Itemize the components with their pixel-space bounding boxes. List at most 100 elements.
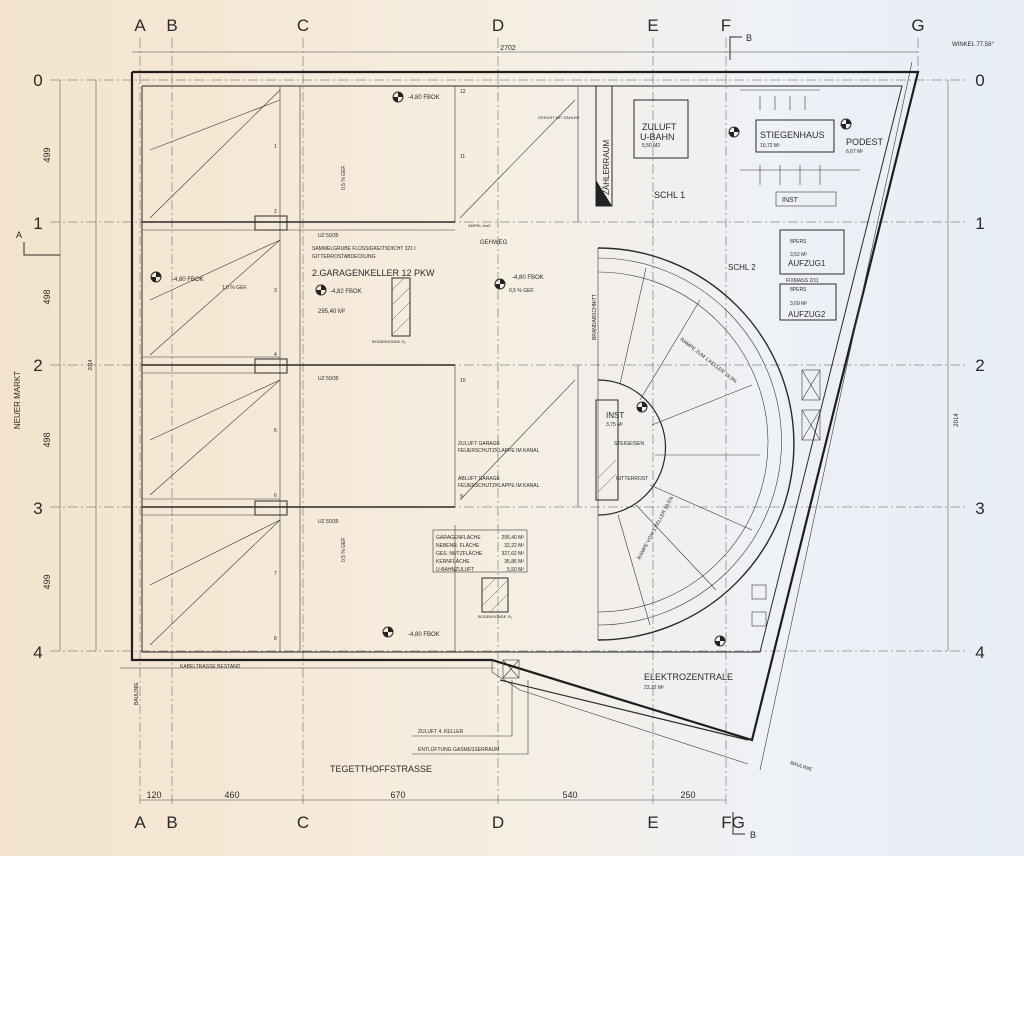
fbok-spot: -4,82 FBOK	[330, 289, 362, 295]
dim-left-0: 499	[42, 147, 52, 162]
zuluft-garage: ZULUFT GARAGE	[458, 441, 501, 447]
stall-8: 8	[274, 636, 277, 642]
entlueftung-note: ENTLÜFTUNG GASMESSERRAUM	[418, 746, 499, 753]
inst2-label: INST	[782, 197, 799, 204]
bodensonde-2: BODENSONDE S₃	[478, 614, 512, 619]
dim-left-1: 498	[42, 289, 52, 304]
uz-note-1: UZ 50/35	[318, 233, 339, 239]
inst-core-area: 3,75 M²	[606, 422, 623, 428]
service-core: ZÄHLERRAUM ZULUFT U-BAHN 5,50 M2 STIEGEN…	[595, 85, 884, 441]
level-marker-icon	[382, 626, 394, 638]
grid-col-d-bottom: D	[492, 813, 504, 832]
uz-note-3: UZ 50/35	[318, 519, 339, 525]
stall-3: 3	[274, 288, 277, 294]
pers-b: 8PERS	[790, 287, 807, 293]
level-marker-icon	[494, 278, 506, 290]
elektro-label: ELEKTROZENTRALE	[644, 672, 733, 682]
ramp-up-label: RAMPE ZUM 1.KELLER 19,5%	[679, 337, 739, 385]
stiegenhaus-label: STIEGENHAUS	[760, 130, 825, 140]
dim-top-total: 2702	[500, 45, 516, 52]
sammelgrube-note: SAMMELGRUBE FLÜSSIGKEITSDICHT 321 l	[312, 245, 416, 252]
grid-row-4-right: 4	[975, 643, 984, 662]
level-marker-icon	[315, 284, 327, 296]
area-value-3: 35,86 M²	[504, 559, 524, 565]
dim-right-total: 2014	[954, 413, 960, 427]
area-table: GARAGENFLÄCHE 295,40 M² NEBENR. FLÄCHE 3…	[432, 529, 528, 573]
grid-col-f: F	[721, 16, 731, 35]
section-mark-b-bottom: B	[750, 830, 756, 840]
gehweg-label: GEHWEG	[480, 240, 508, 246]
gitterrost-label: GITTERROST	[616, 476, 648, 482]
aufzug2-area: 3,69 M²	[790, 301, 807, 307]
elektro-area: 23,32 M²	[644, 685, 664, 691]
zuluft-area: 5,50 M2	[642, 143, 660, 149]
baulinie-bottom: BAULINIE	[789, 760, 813, 773]
ramp-down-label: RAMPE VOM 1.KELLER 19,5%	[636, 495, 675, 561]
gefaelle-3: 0,5 % GEF.	[341, 537, 347, 562]
blueprint-sheet: A B C D E F G A B C D E FG 0 1 2 3 4 0 1…	[0, 0, 1024, 856]
grid-row-0-right: 0	[975, 71, 984, 90]
gefaelle-1: 0,5 % GEF.	[341, 165, 347, 190]
zuluft-keller-note: ZULUFT 4. KELLER	[418, 729, 464, 735]
section-mark-b-top: B	[746, 33, 752, 43]
grid-row-4: 4	[33, 643, 42, 662]
level-marker-icon	[728, 126, 740, 138]
inst-core: INST 3,75 M² STEIGEISEN GITTERROST	[595, 399, 648, 501]
grid-col-c: C	[297, 16, 309, 35]
grid-row-1: 1	[33, 214, 42, 233]
podest-label: PODEST	[846, 137, 884, 147]
feuerschutz-1: FEUERSCHUTZKLAPPE IM KANAL	[458, 448, 540, 454]
area-value-1: 32,22 M²	[504, 543, 524, 549]
grid-row-3: 3	[33, 499, 42, 518]
grid-col-d: D	[492, 16, 504, 35]
gitterrost-note: GITTERROSTABDECKUNG	[312, 254, 376, 260]
stall-7: 7	[274, 571, 277, 577]
kabeltrasse-note: KABELTRASSE BESTAND	[180, 664, 241, 670]
stall-2: 2	[274, 209, 277, 215]
section-marks: B B A	[16, 33, 756, 840]
grid-col-c-bottom: C	[297, 813, 309, 832]
grid-col-a: A	[134, 16, 146, 35]
grid-col-e-bottom: E	[647, 813, 658, 832]
level-marker-icon	[636, 401, 648, 413]
street-left: NEUER MARKT	[13, 371, 22, 429]
area-label-3: KERNFLÄCHE	[436, 558, 470, 565]
podest-area: 6,67 M²	[846, 149, 863, 155]
grid-row-2: 2	[33, 356, 42, 375]
bodensonden: BODENSONDE S₂ BODENSONDE S₃	[372, 277, 512, 619]
ampel-note: AMPEL 4m2	[468, 223, 491, 228]
level-marker-icon	[392, 91, 404, 103]
fixmass-note: FIXMASS 2/11	[786, 278, 819, 284]
grid-col-e: E	[647, 16, 658, 35]
dimension-lines: 2702 499 498 498 499 2014 2014 120 460 6…	[42, 42, 994, 801]
area-label-0: GARAGENFLÄCHE	[436, 534, 481, 541]
area-value-2: 327,62 M²	[501, 551, 524, 557]
level-marker-icon	[840, 118, 852, 130]
dim-bottom-1: 460	[224, 790, 239, 800]
bodensonde-1: BODENSONDE S₂	[372, 339, 406, 344]
stall-4: 4	[274, 352, 277, 358]
steigeisen-label: STEIGEISEN	[614, 441, 644, 447]
ubahn-label: U-BAHN	[640, 132, 675, 142]
fbok-bottom: -4,80 FBOK	[408, 632, 440, 638]
stall-11: 11	[460, 154, 465, 160]
grid-row-3-right: 3	[975, 499, 984, 518]
grid-col-b: B	[166, 16, 177, 35]
level-marker-icon	[150, 271, 162, 283]
area-value-0: 295,40 M²	[501, 535, 524, 541]
aufzug2-label: AUFZUG2	[788, 310, 826, 319]
dim-bottom-2: 670	[390, 790, 405, 800]
geruest-note: GERÜST MIT ZÄHLER	[538, 115, 580, 120]
section-mark-a: A	[16, 230, 22, 240]
grid-col-g: G	[911, 16, 924, 35]
pers-a: 8PERS	[790, 239, 807, 245]
inst-core-label: INST	[606, 411, 624, 420]
dim-left-2: 498	[42, 432, 52, 447]
grid-lines	[50, 38, 965, 805]
level-markers	[150, 91, 852, 647]
stall-6: 6	[274, 493, 277, 499]
uz-note-2: UZ 50/35	[318, 376, 339, 382]
stall-12: 12	[460, 89, 466, 95]
dim-left-3: 499	[42, 574, 52, 589]
grid-row-1-right: 1	[975, 214, 984, 233]
